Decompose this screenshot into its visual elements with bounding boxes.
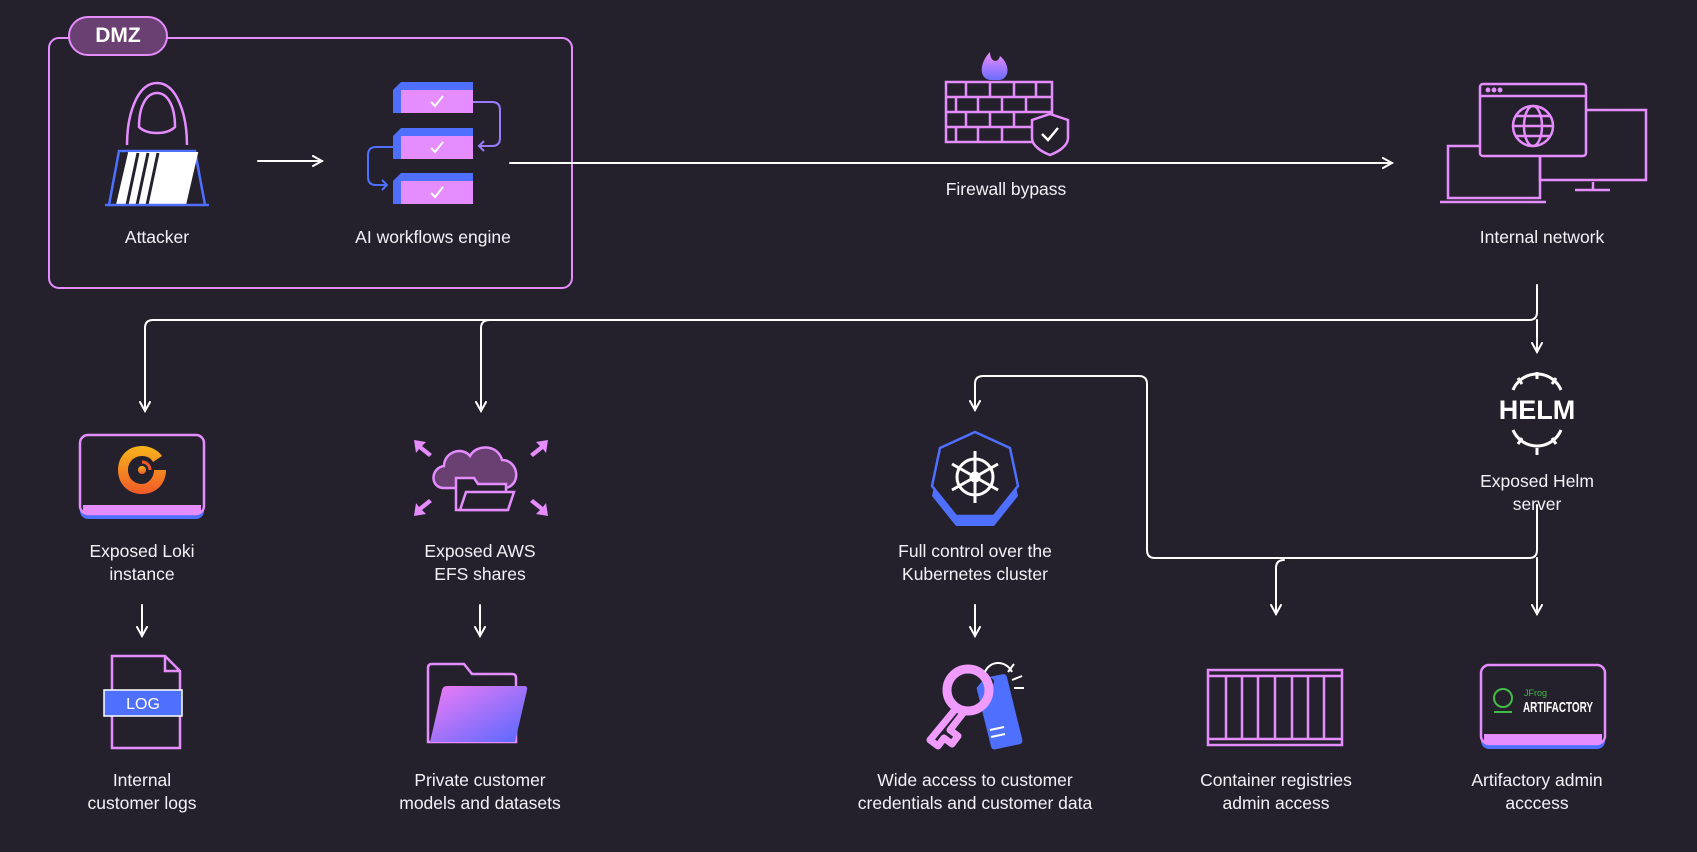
log-badge-text: LOG (126, 696, 160, 713)
attacker-label: Attacker (124, 227, 190, 247)
kubernetes-label: Full control over the Kubernetes cluster (898, 541, 1052, 584)
cloud-folder-icon (414, 440, 548, 516)
artifactory-admin-label: Artifactory admin acccess (1471, 770, 1603, 813)
helm-icon: HELM (1499, 372, 1576, 455)
workflow-stack-icon (367, 82, 501, 204)
firewall-icon (944, 52, 1070, 157)
customer-models-label: Private customer models and datasets (399, 770, 561, 813)
connectors (142, 161, 1537, 636)
dmz-label: DMZ (68, 16, 168, 56)
loki-instance-label: Exposed Loki instance (89, 541, 195, 584)
customer-logs-label: Internal customer logs (87, 770, 197, 813)
internal-network-label: Internal network (1479, 227, 1605, 247)
customer-credentials-label: Wide access to customer credentials and … (857, 770, 1093, 813)
artifactory-logo-big: ARTIFACTORY (1523, 699, 1593, 716)
kubernetes-icon (930, 430, 1020, 526)
firewall-bypass-label: Firewall bypass (945, 179, 1067, 199)
network-devices-icon (1440, 82, 1648, 204)
helm-logo-text: HELM (1499, 395, 1576, 425)
key-icon (926, 662, 1024, 750)
arrow-helm-to-registries (1276, 559, 1285, 614)
artifactory-logo-small: JFrog (1524, 688, 1547, 698)
log-file-icon: LOG (103, 654, 183, 750)
hooded-hacker-icon (105, 81, 209, 207)
arrow-network-to-efs (481, 319, 491, 411)
container-icon (1206, 668, 1344, 747)
aws-efs-label: Exposed AWS EFS shares (424, 541, 536, 584)
folder-icon (426, 662, 528, 744)
container-registries-label: Container registries admin access (1200, 770, 1352, 813)
helm-server-label: Exposed Helm server (1480, 471, 1594, 514)
artifactory-icon: JFrog ARTIFACTORY (1479, 663, 1607, 749)
ai-workflows-engine-label: AI workflows engine (355, 227, 511, 247)
arrow-network-to-loki (145, 284, 1538, 411)
arrow-helm-to-k8s (975, 375, 1538, 559)
grafana-icon (78, 433, 206, 519)
